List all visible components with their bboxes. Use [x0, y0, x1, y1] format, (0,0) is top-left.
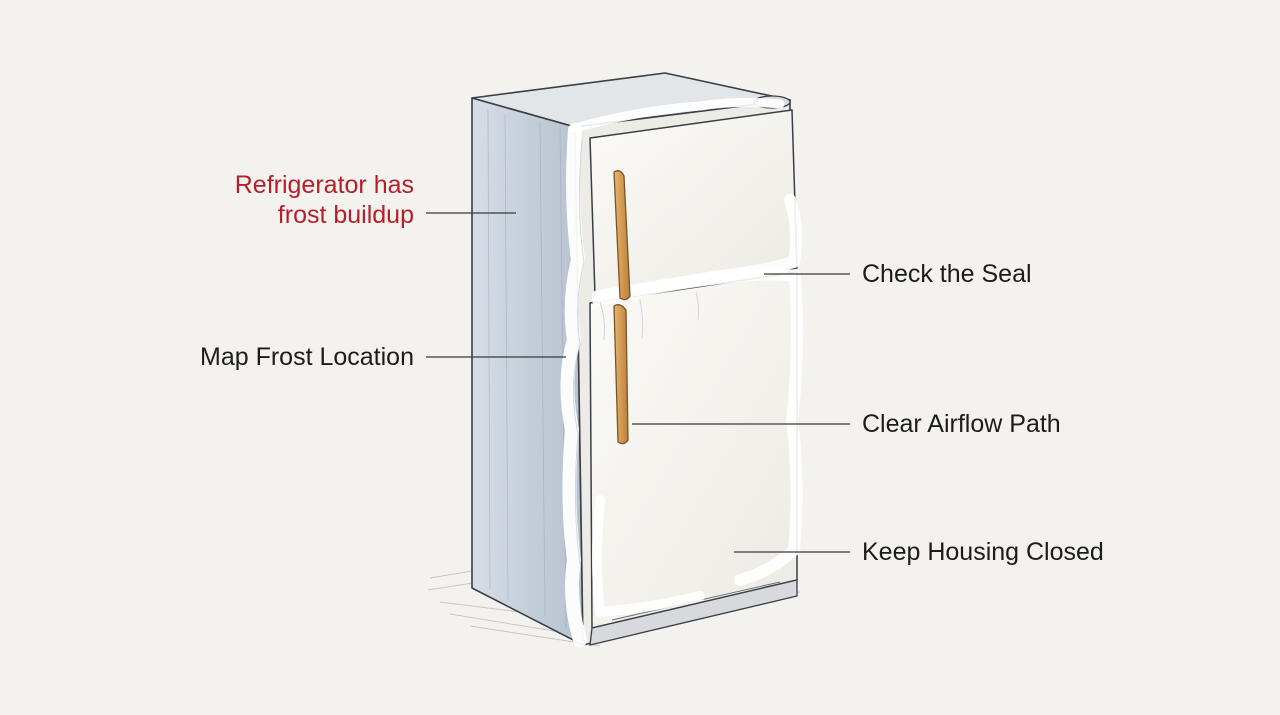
frost-edge	[560, 97, 803, 647]
leader-lines	[426, 212, 850, 553]
door-handle	[613, 170, 631, 445]
callout-check-seal: Check the Seal	[862, 260, 1032, 288]
callout-keep-housing: Keep Housing Closed	[862, 538, 1104, 566]
callout-map-frost: Map Frost Location	[200, 343, 414, 371]
problem-label: Refrigerator has frost buildup	[235, 170, 414, 230]
kick-plate	[589, 579, 798, 646]
callout-clear-airflow: Clear Airflow Path	[862, 410, 1061, 438]
problem-line-2: frost buildup	[277, 201, 414, 229]
problem-line-1: Refrigerator has	[234, 171, 414, 199]
freezer-door	[589, 109, 798, 297]
